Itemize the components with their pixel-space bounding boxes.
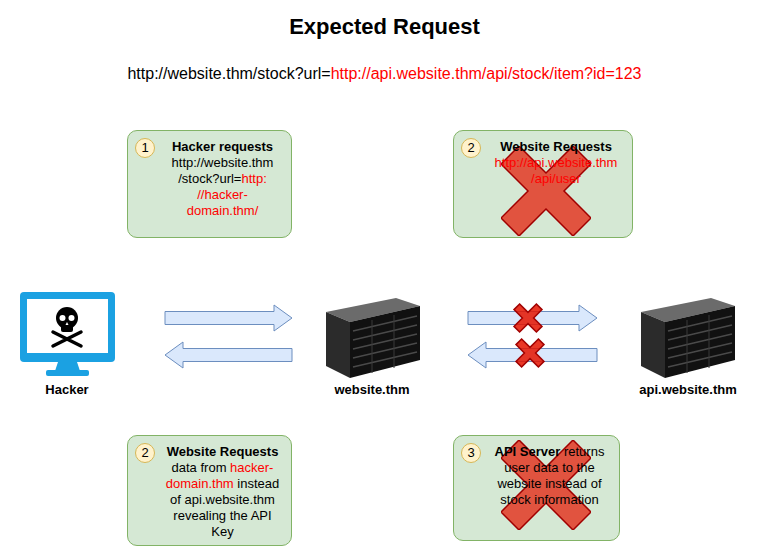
host-node: Hacker bbox=[12, 288, 122, 400]
box-body: http://api.website.thm /api/user bbox=[495, 155, 618, 186]
box-heading: API Server bbox=[495, 444, 561, 459]
blocked-cross bbox=[516, 339, 544, 367]
host-name: website.thm bbox=[318, 382, 426, 398]
host-name: api.website.thm bbox=[630, 382, 746, 398]
text-line-group: http://api.website.thm /api/user bbox=[488, 155, 624, 187]
diagram-title: Expected Request bbox=[0, 14, 769, 40]
box-text: API Serverreturns user data to the websi… bbox=[488, 444, 611, 508]
box-heading: Website Requests bbox=[500, 139, 612, 154]
monitor-base bbox=[46, 370, 89, 376]
request-url-line: http://website.thm/stock?url=http://api.… bbox=[0, 64, 769, 84]
crossbones bbox=[53, 332, 81, 346]
server-bays bbox=[687, 315, 709, 373]
flow-arrow bbox=[468, 305, 597, 331]
server-front bbox=[350, 306, 420, 378]
skull-eye bbox=[69, 315, 75, 321]
box-heading: Hacker requests bbox=[172, 139, 273, 154]
host-name: Hacker bbox=[12, 382, 122, 398]
box-heading: Website Requests bbox=[167, 444, 279, 459]
callout-number: 1 bbox=[135, 138, 155, 158]
blocked-cross bbox=[514, 304, 542, 332]
server-front bbox=[665, 306, 735, 378]
monitor-screen bbox=[27, 299, 108, 353]
host-node: website.thm bbox=[318, 288, 426, 400]
hacker-monitor bbox=[20, 292, 115, 376]
monitor-frame bbox=[20, 292, 115, 362]
cross-shape bbox=[516, 339, 544, 367]
url-text: http://website.thm/stock?url= bbox=[127, 65, 330, 82]
url-text: http://api.website.thm/api/stock/item?id… bbox=[331, 65, 642, 82]
server-icon bbox=[326, 298, 420, 378]
text-line-group: Website Requests bbox=[488, 139, 624, 155]
text-line-group: Website Requests bbox=[162, 444, 283, 460]
server-bays bbox=[353, 316, 417, 367]
callout-number: 2 bbox=[461, 138, 481, 158]
callout-number: 2 bbox=[135, 443, 155, 463]
skull-eye bbox=[60, 315, 66, 321]
text-line-group: API Serverreturns user data to the websi… bbox=[488, 444, 611, 508]
cross-shape bbox=[514, 304, 542, 332]
box-body: data from bbox=[172, 460, 227, 475]
text-line-group: Hacker requests bbox=[162, 139, 283, 155]
text-line-group: data fromhacker-domain.thminstead of api… bbox=[162, 460, 283, 540]
flow-arrow bbox=[165, 305, 292, 331]
server-side bbox=[326, 312, 350, 378]
box-text: Website Requestsdata fromhacker-domain.t… bbox=[162, 444, 283, 540]
server-bays bbox=[372, 315, 394, 373]
box-text: Website Requestshttp://api.website.thm /… bbox=[488, 139, 624, 187]
monitor-stand bbox=[55, 362, 80, 371]
server-icon bbox=[641, 298, 735, 378]
server-side bbox=[641, 312, 665, 378]
flow-arrow bbox=[165, 342, 292, 368]
callout-number: 3 bbox=[461, 443, 481, 463]
skull-jaw bbox=[61, 324, 73, 332]
skull-nose bbox=[66, 322, 69, 325]
server-bays bbox=[668, 316, 732, 367]
host-node: api.website.thm bbox=[630, 288, 746, 400]
text-line-group: http://website.thm /stock?url=http: //ha… bbox=[162, 155, 283, 219]
box-text: Hacker requestshttp://website.thm /stock… bbox=[162, 139, 283, 219]
